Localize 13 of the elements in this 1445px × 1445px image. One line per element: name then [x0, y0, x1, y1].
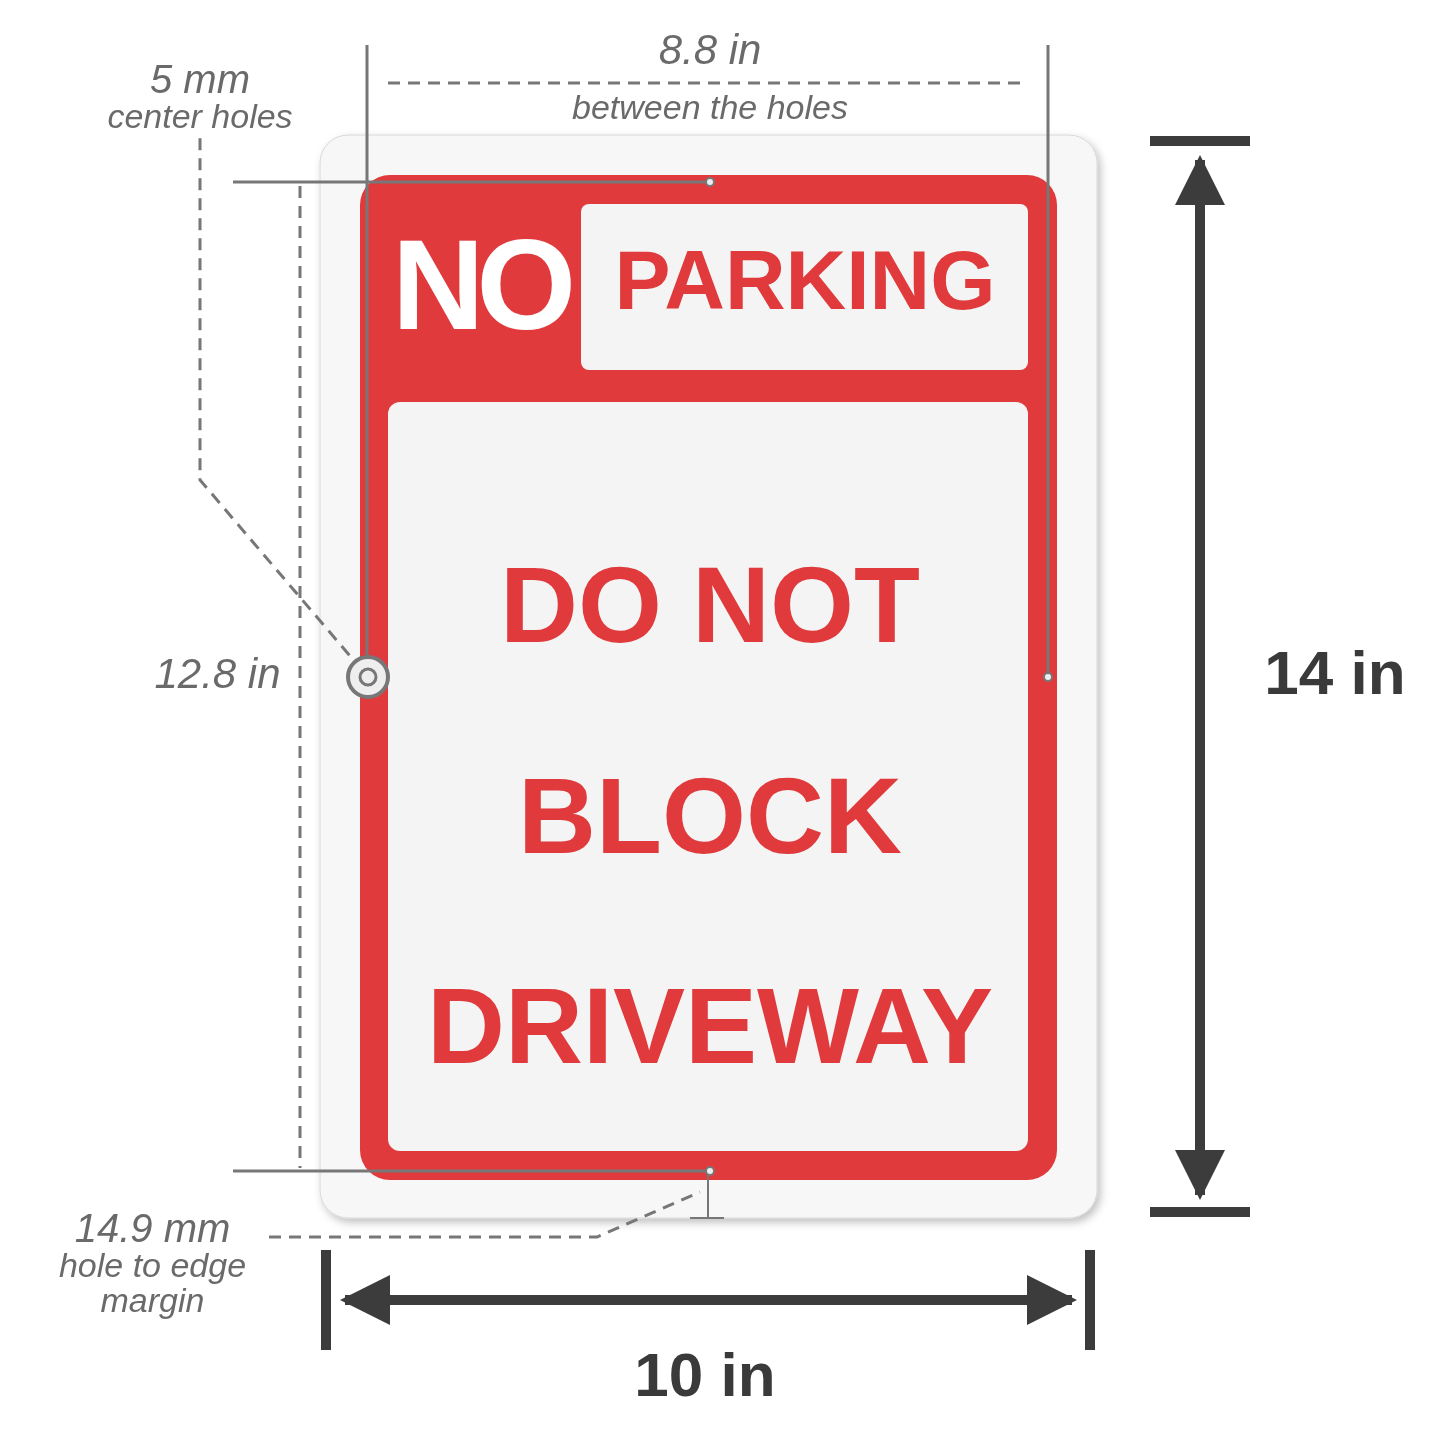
sign-text: PARKING [613, 236, 997, 325]
dimension-value: 12.8 in [153, 652, 282, 697]
dimension-value: 8.8 in [657, 28, 763, 73]
sign-text: DO NOT BLOCK DRIVEWAY [425, 543, 995, 1089]
dimension-value: 14.9 mm [40, 1207, 265, 1249]
leader-line [269, 1190, 701, 1239]
dimension-value: 14 in [1263, 640, 1407, 706]
dimension-note: between the holes [571, 90, 849, 126]
dimension-value: 10 in [633, 1342, 777, 1408]
dimension-note: center holes [95, 98, 305, 135]
sign-text: NO [391, 218, 570, 353]
dimension-note: hole to edge margin [40, 1247, 265, 1320]
dimension-value: 5 mm [95, 58, 305, 100]
